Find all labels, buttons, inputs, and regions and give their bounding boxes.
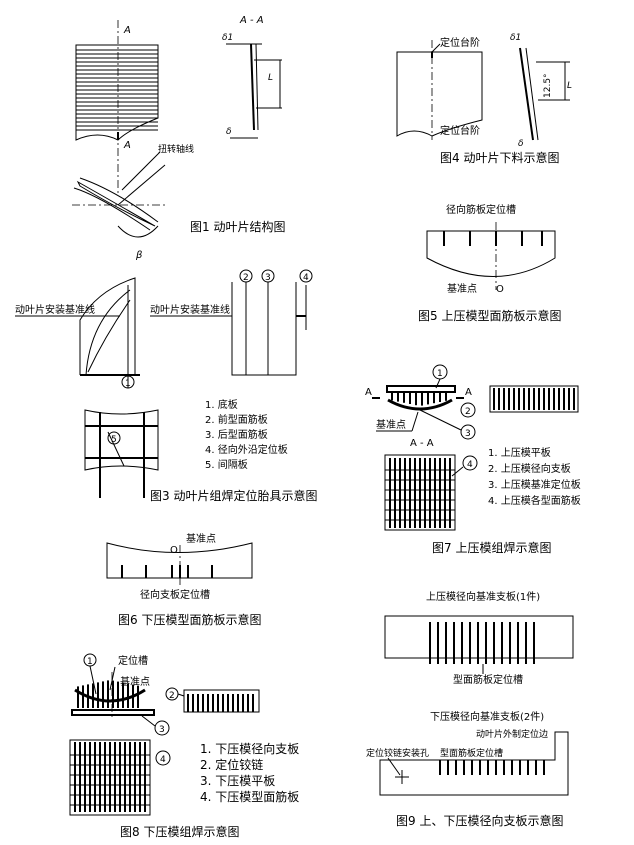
- fig4-blanking: 定位台阶 定位台阶 图4 动叶片下料示意图 δ1 12.5° L δ: [396, 33, 572, 165]
- fig4-step-label-top: 定位台阶: [440, 36, 480, 49]
- fig7-legend-item: 2. 上压模径向支板: [488, 462, 571, 475]
- fig3-fixture: 动叶片安装基准线 1 动叶片安装基准线 2 3 4 5 1. 底板 2.: [15, 269, 317, 503]
- fig5-datum-mark: O: [496, 284, 504, 295]
- fig7-legend: 1. 上压模平板 2. 上压模径向支板 3. 上压模基准定位板 4. 上压模各型…: [488, 446, 581, 507]
- fig1-section-mark-bottom: A: [123, 140, 131, 151]
- fig6-lower-die-rib: 基准点 O 径向支板定位槽 图6 下压模型面筋板示意图: [106, 532, 261, 627]
- fig7-legend-item: 1. 上压模平板: [488, 446, 551, 459]
- fig6-slot-label: 径向支板定位槽: [140, 588, 210, 601]
- fig3-callout-1: 1: [125, 379, 131, 389]
- fig3-legend-item: 5. 间隔板: [205, 458, 248, 471]
- fig9-caption: 图9 上、下压模径向支板示意图: [396, 813, 563, 828]
- fig1-delta-label: δ: [226, 127, 232, 137]
- fig8-legend-item: 1. 下压模径向支板: [200, 741, 299, 756]
- fig3-legend: 1. 底板 2. 前型面筋板 3. 后型面筋板 4. 径向外沿定位板 5. 间隔…: [205, 398, 288, 471]
- fig7-section-mark-left: A: [365, 387, 372, 398]
- fig7-legend-item: 3. 上压模基准定位板: [488, 478, 581, 491]
- fig8-lower-die-assembly: 1 定位槽 基准点 3 2 4 1. 下压模径向支板 2. 定位铰链 3. 下压…: [69, 653, 299, 839]
- fig3-legend-item: 4. 径向外沿定位板: [205, 443, 288, 456]
- fig5-caption: 图5 上压模型面筋板示意图: [418, 308, 561, 323]
- fig7-upper-die-assembly: A A 1 2 3 基准点 A - A 4 1. 上压模平板 2. 上压模径向支…: [365, 364, 581, 555]
- fig8-hinge-label: 定位槽: [118, 654, 148, 667]
- fig6-caption: 图6 下压模型面筋板示意图: [118, 612, 261, 627]
- fig1-blade-structure: A A A - A δ1 L δ β 扭转轴线 图1 动叶片结构图: [72, 15, 285, 261]
- fig9-hinge-hole-label: 定位铰链安装孔: [366, 747, 429, 759]
- fig1-delta1-label: δ1: [222, 33, 233, 43]
- fig8-caption: 图8 下压模组焊示意图: [120, 824, 239, 839]
- fig3-legend-item: 3. 后型面筋板: [205, 428, 268, 441]
- fig3-baseline-left: 动叶片安装基准线: [15, 303, 95, 316]
- fig3-legend-item: 1. 底板: [205, 398, 238, 411]
- fig9-lower-slot-label: 型面筋板定位槽: [440, 747, 503, 759]
- fig7-section-mark-right: A: [465, 387, 472, 398]
- fig7-callout-4: 4: [467, 460, 473, 470]
- fig3-callout-5: 5: [111, 435, 117, 445]
- fig5-upper-die-rib: 径向筋板定位槽 基准点 O 图5 上压模型面筋板示意图: [418, 203, 561, 323]
- fig6-datum-mark: O: [170, 545, 178, 556]
- fig9-lower-plate: 下压模径向基准支板(2件) 动叶片外制定位边 定位铰链安装孔 型面筋板定位槽 图…: [366, 710, 569, 828]
- fig9-lower-title: 下压模径向基准支板(2件): [430, 710, 544, 723]
- fig3-baseline-right: 动叶片安装基准线: [150, 303, 230, 316]
- fig9-upper-slot-label: 型面筋板定位槽: [453, 673, 523, 686]
- fig3-callout-4: 4: [303, 273, 309, 283]
- fig9-lower-locator: 动叶片外制定位边: [476, 728, 548, 740]
- fig8-legend: 1. 下压模径向支板 2. 定位铰链 3. 下压模平板 4. 下压模型面筋板: [200, 741, 299, 804]
- fig1-section-view-title: A - A: [239, 15, 264, 26]
- fig1-section-mark-top: A: [123, 25, 131, 36]
- fig1-front-view: [75, 20, 159, 195]
- fig7-callout-2: 2: [465, 407, 471, 417]
- fig8-legend-item: 2. 定位铰链: [200, 757, 263, 772]
- fig6-datum-label: 基准点: [186, 532, 216, 545]
- fig8-datum-label: 基准点: [120, 675, 150, 688]
- fig1-twist-axis-label: 扭转轴线: [158, 143, 194, 155]
- fig9-upper-title: 上压模径向基准支板(1件): [426, 590, 540, 603]
- fig3-caption: 图3 动叶片组焊定位胎具示意图: [150, 488, 317, 503]
- fig7-caption: 图7 上压模组焊示意图: [432, 540, 551, 555]
- fig5-slot-label: 径向筋板定位槽: [446, 203, 516, 216]
- fig8-callout-2: 2: [169, 691, 175, 701]
- fig3-callout-2: 2: [243, 273, 249, 283]
- fig4-caption: 图4 动叶片下料示意图: [440, 150, 559, 165]
- fig7-legend-item: 4. 上压模各型面筋板: [488, 494, 581, 507]
- fig8-callout-3: 3: [159, 725, 165, 735]
- fig4-step-label-bottom: 定位台阶: [440, 124, 480, 137]
- fig1-beta-label: β: [135, 250, 143, 261]
- fig3-callout-3: 3: [265, 273, 271, 283]
- fig4-delta1-label: δ1: [510, 33, 521, 43]
- fig8-callout-4: 4: [160, 755, 166, 765]
- fig3-legend-item: 2. 前型面筋板: [205, 413, 268, 426]
- fig1-caption: 图1 动叶片结构图: [190, 219, 285, 234]
- fig7-section-view-title: A - A: [410, 438, 434, 449]
- fig5-datum-label: 基准点: [447, 282, 477, 295]
- fig7-callout-1: 1: [437, 369, 443, 379]
- fig8-callout-1: 1: [87, 657, 93, 667]
- fig8-legend-item: 3. 下压模平板: [200, 774, 275, 788]
- fig4-angle-label: 12.5°: [543, 73, 553, 98]
- fig9-upper-plate: 上压模径向基准支板(1件) 型面筋板定位槽: [384, 590, 574, 686]
- fig4-delta-label: δ: [518, 139, 524, 149]
- fig4-length-label: L: [567, 81, 572, 91]
- fig7-callout-3: 3: [465, 429, 471, 439]
- fig1-length-label: L: [268, 73, 273, 83]
- fig8-legend-item: 4. 下压模型面筋板: [200, 789, 299, 804]
- fig7-datum-label: 基准点: [376, 418, 406, 431]
